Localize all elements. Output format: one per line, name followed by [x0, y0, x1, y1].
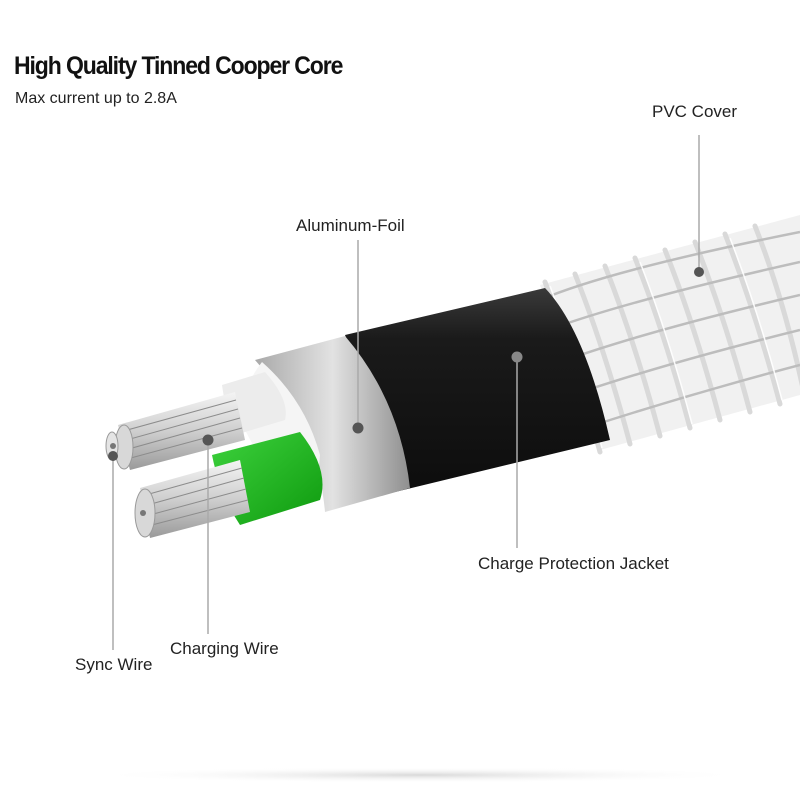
aluminum-foil-label: Aluminum-Foil [296, 216, 405, 235]
sync-wire-strands [105, 392, 245, 470]
charge-protection-jacket [345, 288, 610, 492]
charging-wire-strands [134, 460, 250, 538]
jacket-marker [511, 351, 523, 363]
charging-wire-label: Charging Wire [170, 639, 279, 658]
page-subtitle: Max current up to 2.8A [15, 90, 177, 107]
pvc-cover-marker [694, 267, 704, 277]
floor-shadow [90, 767, 750, 783]
pvc-braided-cover [539, 215, 800, 455]
sync-wire-label: Sync Wire [75, 655, 153, 674]
charging-wire-marker [202, 434, 214, 446]
callout-leaders [108, 135, 704, 650]
sync-wire-marker [108, 451, 118, 461]
aluminum-foil-marker [352, 422, 364, 434]
charge-protection-jacket-label: Charge Protection Jacket [478, 554, 669, 573]
page-title: High Quality Tinned Cooper Core [14, 52, 343, 80]
pvc-cover-label: PVC Cover [652, 102, 738, 121]
aluminum-foil [255, 336, 410, 512]
